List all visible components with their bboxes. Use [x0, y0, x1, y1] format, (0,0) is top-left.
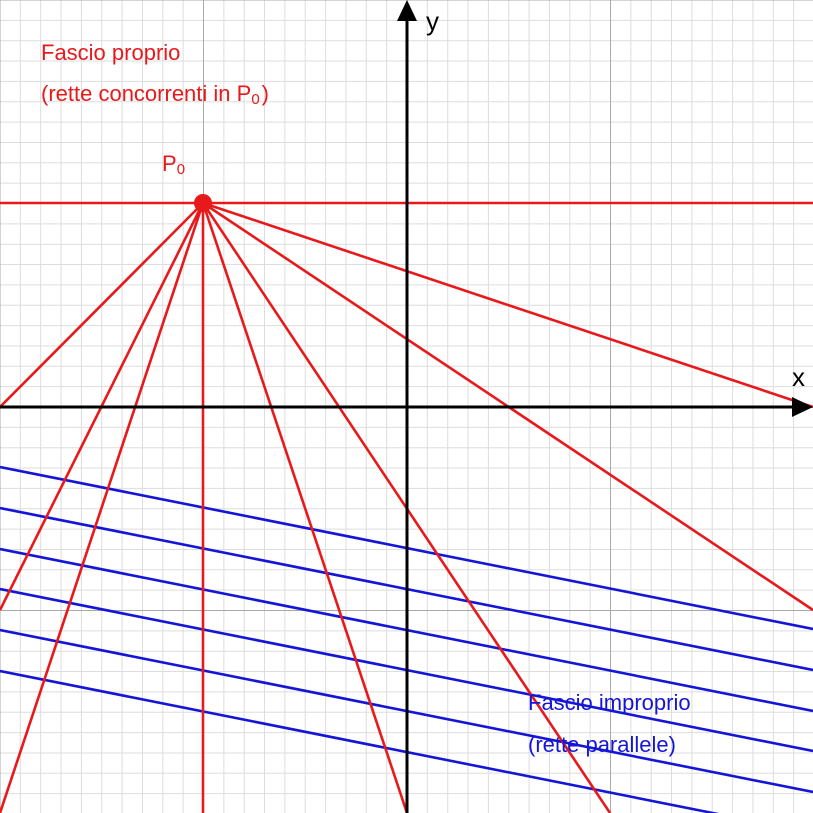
x-axis-label: x [792, 362, 805, 392]
proper-pencil-subtitle-subscript: 0 [251, 91, 259, 108]
y-axis-label: y [426, 6, 439, 36]
improper-pencil-title: Fascio improprio [528, 690, 691, 715]
point-p0-label-letter: P [162, 151, 177, 176]
x-axis-arrowhead [792, 397, 813, 417]
concurrent-line [0, 202, 204, 408]
concurrent-line [201, 202, 409, 813]
proper-pencil-title: Fascio proprio [41, 40, 180, 65]
point-p0 [194, 194, 212, 212]
concurrent-line [202, 201, 813, 409]
proper-pencil-subtitle-text: (rette concorrenti in P [41, 81, 251, 106]
improper-pencil-subtitle: (rette parallele) [528, 732, 676, 757]
point-p0-label-subscript: 0 [177, 161, 185, 178]
concurrent-line [0, 202, 205, 813]
y-axis-arrowhead [397, 0, 417, 21]
proper-pencil-subtitle: (rette concorrenti in P0) [41, 81, 269, 108]
proper-pencil-subtitle-end: ) [262, 81, 269, 106]
point-p0-label: P0 [162, 151, 185, 178]
